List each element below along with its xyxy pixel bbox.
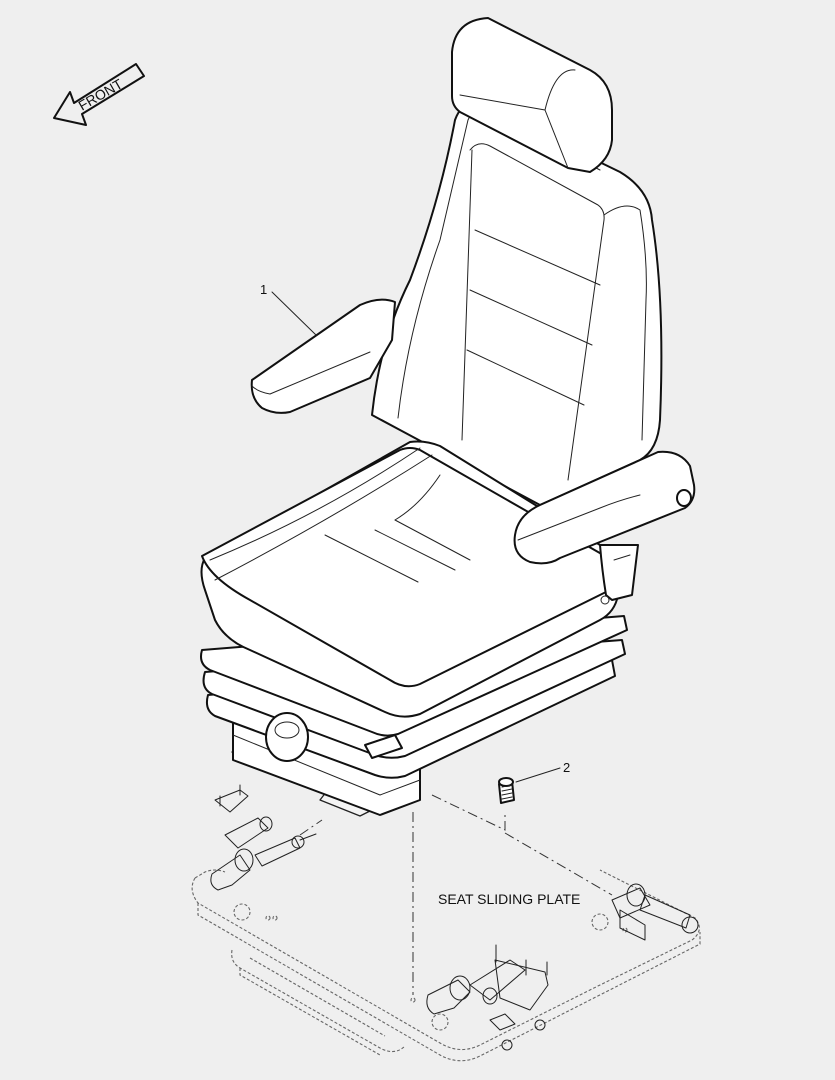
assembly-centerlines	[299, 794, 613, 995]
headrest	[451, 17, 613, 173]
callout-2-number: 2	[563, 760, 570, 775]
backrest	[371, 102, 663, 506]
seat-sliding-plate	[191, 869, 701, 1062]
callout-1: 1	[260, 282, 317, 336]
seat-cushion	[200, 440, 623, 718]
left-latch-assembly	[210, 784, 317, 891]
mounting-bolt	[498, 777, 515, 804]
right-armrest	[513, 450, 696, 605]
front-direction-arrow: FRONT	[53, 63, 145, 126]
seat-sliding-plate-label: SEAT SLIDING PLATE	[438, 891, 580, 907]
callout-2: 2	[515, 760, 570, 783]
left-armrest	[250, 298, 396, 414]
center-latch-assembly	[426, 944, 549, 1051]
callout-1-number: 1	[260, 282, 267, 297]
right-latch-assembly	[611, 883, 699, 941]
front-arrow-label: FRONT	[76, 75, 126, 113]
